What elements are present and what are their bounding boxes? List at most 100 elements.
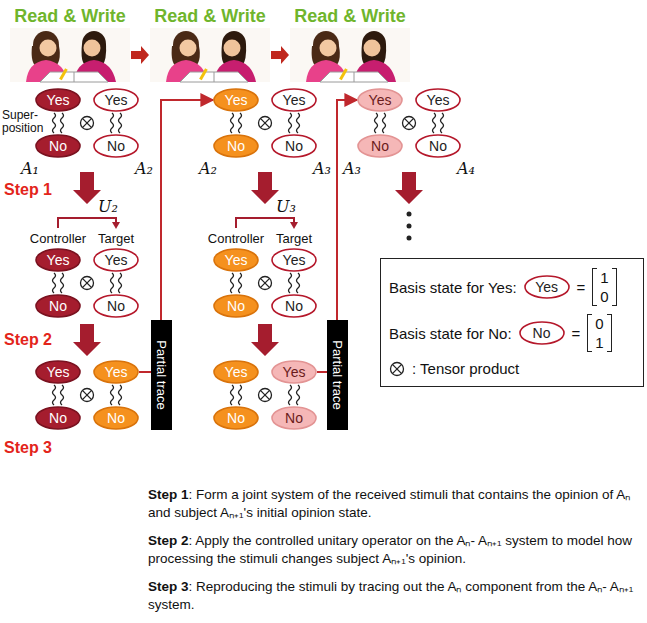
- entanglement-wave: [239, 113, 242, 133]
- state-ellipse: No: [93, 294, 139, 318]
- legend-slot: No: [519, 321, 565, 345]
- column-vector: 01: [587, 314, 611, 352]
- state-label: No: [285, 411, 303, 425]
- entanglement-wave: [231, 273, 234, 293]
- state-ellipse: Yes: [271, 248, 317, 272]
- tensor-cross: [82, 390, 91, 399]
- entanglement-wave: [111, 113, 114, 133]
- state-label: Yes: [47, 93, 70, 107]
- tensor-circle: [81, 277, 94, 290]
- ellipse-outline: [416, 89, 460, 111]
- entanglement-wave: [239, 273, 242, 293]
- ellipse-outline: [214, 407, 258, 429]
- ellipse-outline: [272, 407, 316, 429]
- entanglement-wave: [111, 385, 114, 405]
- state-ellipse: Yes: [271, 88, 317, 112]
- entanglement-wave: [289, 273, 292, 293]
- state-label: Yes: [225, 253, 248, 267]
- step-text: Step 3: [148, 579, 189, 594]
- entanglement-wave: [297, 273, 300, 293]
- variable-label: A₁: [21, 159, 39, 178]
- vector-entries: 10: [597, 268, 611, 306]
- state-label: Yes: [283, 253, 306, 267]
- tensor-cross: [260, 118, 269, 127]
- entanglement-wave: [383, 113, 386, 133]
- variable-label: A₂: [199, 159, 217, 178]
- state-label: No: [285, 299, 303, 313]
- step-arrow: [73, 172, 101, 204]
- matrix-entry: 0: [595, 314, 603, 333]
- tensor-cross: [404, 118, 413, 127]
- variable-label: A₄: [457, 159, 475, 178]
- partial-trace-box: Partial trace: [151, 320, 172, 430]
- entanglement-wave: [53, 273, 56, 293]
- step-arrow: [251, 172, 279, 204]
- ellipse-outline: [94, 89, 138, 111]
- state-label: No: [227, 299, 245, 313]
- role-label: Controller: [30, 231, 86, 246]
- step-arrow: [251, 324, 279, 356]
- continuation-dot: [407, 224, 412, 229]
- step-text: : Apply the controlled unitary operator …: [148, 533, 632, 566]
- state-ellipse: No: [415, 134, 461, 158]
- tensor-cross: [82, 118, 91, 127]
- tensor-symbol: [81, 389, 94, 402]
- tensor-circle: [81, 389, 94, 402]
- entanglement-wave: [61, 113, 64, 133]
- tensor-cross: [260, 390, 269, 399]
- tensor-symbol: [81, 277, 94, 290]
- state-ellipse: Yes: [271, 360, 317, 384]
- equals-sign: =: [572, 325, 581, 342]
- state-label: Yes: [47, 365, 70, 379]
- legend-row: Basis state for Yes:Yes=10: [389, 268, 635, 306]
- ellipse-outline: [214, 295, 258, 317]
- step-label: Step 1: [4, 181, 52, 199]
- state-ellipse: Yes: [35, 88, 81, 112]
- matrix-bracket: [607, 314, 612, 352]
- step-description: Step 2: Apply the controlled unitary ope…: [148, 532, 644, 568]
- state-label: No: [49, 299, 67, 313]
- ellipse-outline: [36, 407, 80, 429]
- ellipse-outline: [94, 361, 138, 383]
- state-label: No: [371, 139, 389, 153]
- tensor-symbol: [81, 117, 94, 130]
- entanglement-wave: [119, 273, 122, 293]
- tensor-circle: [81, 117, 94, 130]
- state-ellipse: No: [357, 134, 403, 158]
- variable-label: U₂: [98, 197, 118, 216]
- step-text: Step 2: [148, 533, 189, 548]
- tensor-symbol: [403, 117, 416, 130]
- state-ellipse: No: [213, 294, 259, 318]
- ellipse-outline: [214, 135, 258, 157]
- step-arrow: [395, 172, 423, 204]
- legend-text: Basis state for Yes:: [389, 279, 517, 296]
- tensor-cross: [260, 278, 269, 287]
- matrix-entry: 0: [600, 287, 608, 306]
- state-ellipse: No: [35, 294, 81, 318]
- ellipse-outline: [94, 407, 138, 429]
- entanglement-wave: [239, 385, 242, 405]
- tensor-cross: [260, 118, 269, 127]
- legend-box: Basis state for Yes:Yes=10Basis state fo…: [380, 258, 644, 387]
- photo-arrow: [131, 46, 149, 64]
- state-label: No: [429, 139, 447, 153]
- tensor-cross: [82, 118, 91, 127]
- tensor-cross: [260, 390, 269, 399]
- state-ellipse: No: [93, 406, 139, 430]
- variable-label: U₃: [276, 197, 296, 216]
- step-label: Step 2: [4, 331, 52, 349]
- state-ellipse: Yes: [93, 248, 139, 272]
- step-arrow: [73, 324, 101, 356]
- legend-slot: Yes: [524, 275, 570, 299]
- tensor-symbol: [259, 277, 272, 290]
- state-ellipse: No: [213, 134, 259, 158]
- ellipse-outline: [520, 322, 564, 344]
- entanglement-wave: [119, 385, 122, 405]
- state-label: Yes: [47, 253, 70, 267]
- ellipse-outline: [214, 361, 258, 383]
- state-ellipse: Yes: [357, 88, 403, 112]
- tensor-cross: [404, 118, 413, 127]
- step-text: Step 1: [148, 487, 189, 502]
- ellipse-outline: [36, 89, 80, 111]
- tensor-cross: [82, 278, 91, 287]
